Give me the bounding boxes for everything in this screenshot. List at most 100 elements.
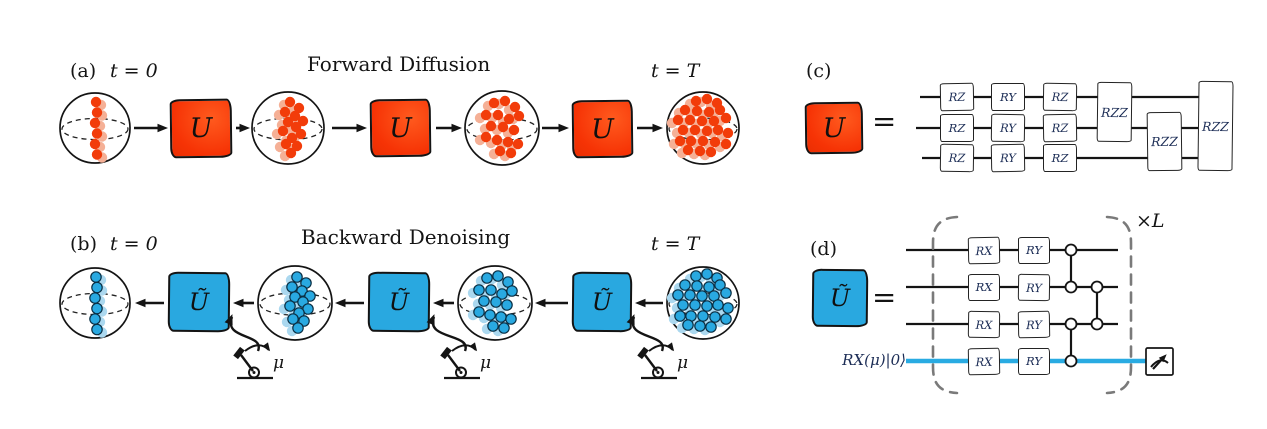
state-dot <box>282 116 294 128</box>
state-dot <box>677 124 689 136</box>
state-dot <box>292 322 304 334</box>
state-dot <box>691 105 703 117</box>
gate-RZ: RZ <box>1042 113 1078 143</box>
state-dot <box>284 96 296 108</box>
connector-node <box>1064 317 1078 331</box>
state-dot <box>480 131 492 143</box>
gate-RY: RY <box>1018 347 1050 375</box>
state-dot <box>722 302 734 314</box>
gate-RZ: RZ <box>1043 144 1077 172</box>
arrowhead <box>233 298 244 308</box>
gate-RY: RY <box>991 83 1025 111</box>
arrowhead <box>558 123 569 133</box>
state-dot <box>287 313 299 325</box>
gate-RY: RY <box>990 113 1026 143</box>
gauge-needle <box>644 354 658 372</box>
state-dot <box>91 323 103 336</box>
state-dot <box>289 110 301 122</box>
gate-RZZ: RZZ <box>1096 81 1133 143</box>
connector-node <box>1064 354 1078 368</box>
state-dot <box>90 96 102 108</box>
state-dot <box>91 107 103 118</box>
state-dot <box>284 300 296 312</box>
gate-RX: RX <box>967 310 1001 338</box>
state-dot <box>505 147 517 159</box>
state-dot <box>696 290 708 302</box>
state-dot <box>488 97 500 109</box>
state-dot <box>508 124 520 136</box>
state-dot <box>689 124 701 136</box>
gate-RZ: RZ <box>940 114 974 142</box>
state-dot <box>714 279 726 291</box>
gauge-arc-arrowhead <box>262 342 271 352</box>
arrowhead <box>652 123 663 133</box>
state-dot <box>694 320 706 332</box>
state-dot <box>709 136 721 148</box>
state-dot <box>703 281 715 293</box>
arrowhead <box>356 123 367 133</box>
state-dot <box>490 296 502 308</box>
gate-RY: RY <box>1018 236 1050 264</box>
state-dot <box>506 285 518 297</box>
state-dot <box>89 138 101 150</box>
feedback-arrowhead <box>626 314 635 326</box>
connector-node <box>1064 243 1078 257</box>
state-dot <box>473 284 485 296</box>
gate-RX: RX <box>968 273 1000 301</box>
state-dot <box>694 145 706 157</box>
state-dot <box>89 117 101 129</box>
state-dot <box>677 299 689 311</box>
gate-RZ: RZ <box>939 82 975 112</box>
gauge-needle-tip <box>637 346 649 360</box>
arrowhead <box>135 298 146 308</box>
state-dot <box>91 149 103 160</box>
feedback-arrowhead <box>426 314 435 326</box>
arrowhead <box>451 123 462 133</box>
state-dot <box>513 110 525 122</box>
feedback-arrowhead <box>224 314 233 326</box>
arrowhead <box>239 123 250 133</box>
state-dot <box>720 287 732 299</box>
state-dot <box>484 309 496 321</box>
state-dot <box>502 136 514 148</box>
gauge-pivot-dot <box>252 371 256 374</box>
connector-node <box>1090 280 1104 294</box>
state-dot <box>501 299 513 311</box>
state-dot <box>491 134 503 146</box>
gate-RY: RY <box>990 143 1026 173</box>
state-dot <box>505 313 517 325</box>
gate-RX: RX <box>967 236 1001 264</box>
state-dot <box>679 104 691 116</box>
state-dot <box>473 306 485 318</box>
state-dot <box>478 295 490 307</box>
state-dot <box>705 321 717 333</box>
arrowhead <box>535 298 546 308</box>
state-dot <box>291 140 303 152</box>
state-dot <box>682 144 694 156</box>
connector-node <box>1090 317 1104 331</box>
arrowhead <box>635 298 646 308</box>
state-dot <box>494 145 506 157</box>
state-dot <box>503 113 515 125</box>
state-dot <box>708 115 720 127</box>
state-dot <box>701 93 713 105</box>
gate-RZZ: RZZ <box>1146 111 1183 172</box>
state-dot <box>674 135 686 147</box>
state-dot <box>720 313 732 325</box>
state-dot <box>690 95 702 107</box>
state-dot <box>492 109 504 121</box>
state-dot <box>485 284 497 296</box>
state-dot <box>696 115 708 127</box>
state-dot <box>701 125 713 137</box>
state-dot <box>709 311 721 323</box>
state-dot <box>285 147 297 159</box>
state-dot <box>720 138 732 150</box>
gauge-pivot-dot <box>656 371 660 374</box>
state-dot <box>280 138 292 150</box>
state-dot <box>279 106 291 118</box>
state-dot <box>297 115 309 127</box>
state-dot <box>701 300 713 312</box>
gauge-arc-arrowhead <box>666 342 675 352</box>
